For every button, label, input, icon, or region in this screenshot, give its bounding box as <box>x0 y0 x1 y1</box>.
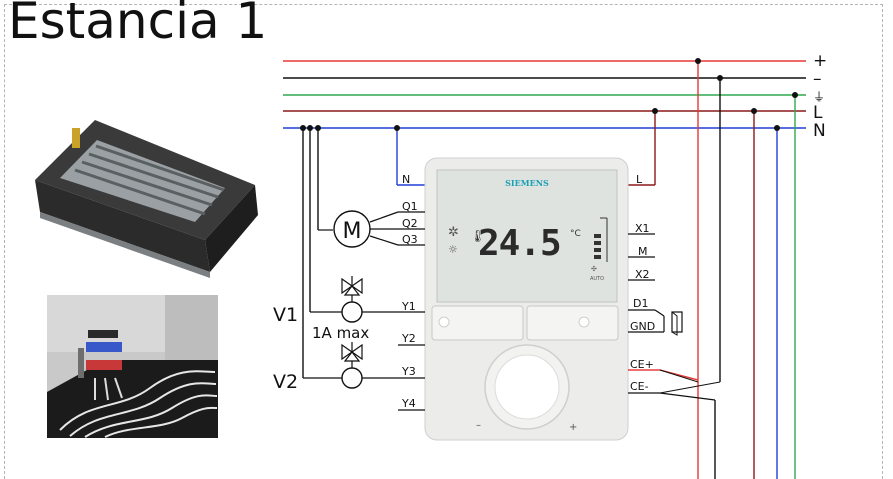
bus-drops <box>300 58 798 479</box>
bus-label-minus: – <box>813 69 822 89</box>
dial-minus-label: – <box>476 420 481 431</box>
motor-label: M <box>343 219 362 244</box>
right-terminal-lines <box>628 233 721 401</box>
terminal-label-N: N <box>402 173 410 186</box>
thermometer-icon: 🌡 <box>470 229 485 243</box>
current-limit-note: 1A max <box>312 324 369 342</box>
sun-icon: ✲ <box>448 225 459 240</box>
terminal-label-Y4: Y4 <box>401 397 416 410</box>
fan-level-bar <box>594 248 601 252</box>
lcd-temperature: 24.5 <box>478 223 561 264</box>
terminal-label-Y2: Y2 <box>401 332 416 345</box>
terminal-label-Q1: Q1 <box>402 200 418 213</box>
bus-label-plus: + <box>813 51 827 71</box>
terminal-label-L: L <box>636 173 643 186</box>
terminal-label-Q3: Q3 <box>402 233 418 246</box>
left-terminal-lines <box>398 211 425 411</box>
terminal-label-Q2: Q2 <box>402 217 418 230</box>
dial-center <box>494 354 560 420</box>
lcd-auto: AUTO <box>590 276 604 282</box>
fan-level-bar <box>594 234 601 238</box>
valve-v2 <box>303 342 398 389</box>
device-brand: SIEMENS <box>505 178 549 188</box>
terminal-label-X1: X1 <box>635 222 650 235</box>
terminal-label-CE-minus: CE- <box>630 380 649 393</box>
bus-label-L: L <box>813 103 823 123</box>
day-icon: ☼ <box>448 243 458 256</box>
right-button[interactable] <box>526 305 619 341</box>
bus-label-N: N <box>813 121 826 141</box>
dial-plus-label: + <box>569 422 577 433</box>
fan-coil-unit-image <box>35 120 258 278</box>
terminal-label-Y3: Y3 <box>401 365 416 378</box>
terminal-label-Y1: Y1 <box>401 300 416 313</box>
fan-icon: ✣ <box>591 265 597 273</box>
thermostat-device: SIEMENS ✲ ☼ 🌡 24.5 °C ✣ AUTO – + <box>424 157 629 441</box>
terminal-label-D1: D1 <box>633 297 648 310</box>
lcd-unit: °C <box>570 229 581 239</box>
valve-label-v1: V1 <box>273 304 298 326</box>
valve-label-v2: V2 <box>273 371 298 393</box>
fan-level-bar <box>594 241 601 245</box>
terminal-label-M: M <box>638 245 648 258</box>
bus-label-earth: ⏚ <box>813 90 825 104</box>
underfloor-heating-image <box>47 295 218 438</box>
diagram-frame <box>4 4 883 479</box>
fan-level-bar <box>594 255 601 259</box>
terminal-label-CE-plus: CE+ <box>630 358 654 371</box>
left-button[interactable] <box>431 305 524 341</box>
room-title: Estancia 1 <box>8 0 268 50</box>
valve-v1 <box>310 276 398 323</box>
left-button-dot <box>438 316 450 328</box>
right-button-dot <box>578 316 590 328</box>
terminal-label-X2: X2 <box>635 268 650 281</box>
fan-motor: M <box>318 210 399 248</box>
terminal-label-GND: GND <box>630 320 655 333</box>
